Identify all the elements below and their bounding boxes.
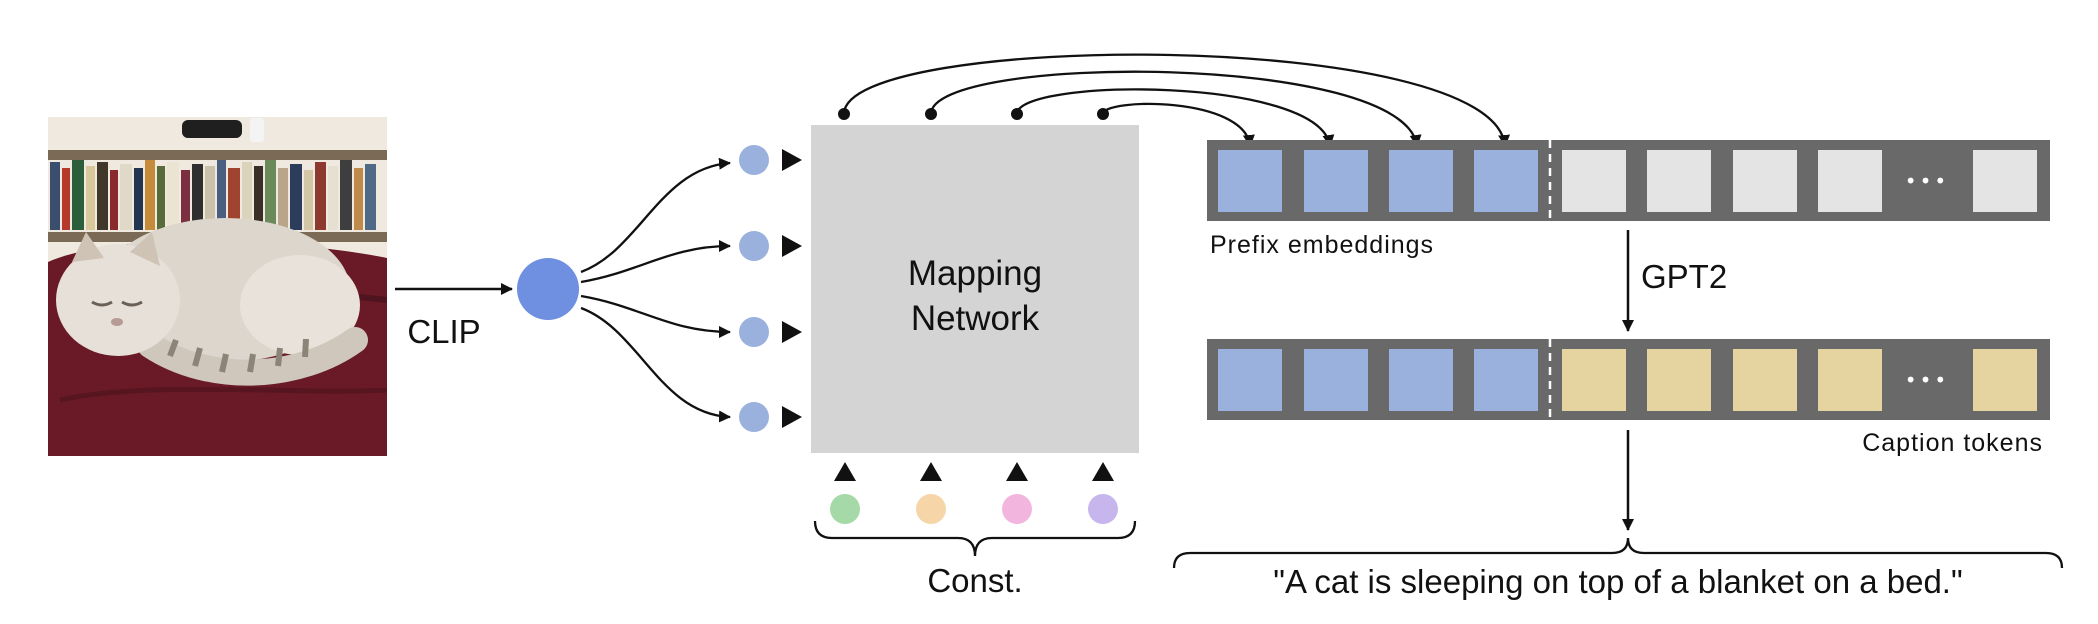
input-token-strip: ••• [1207, 140, 2050, 221]
triangle-right-icon [782, 321, 802, 343]
input-image [48, 117, 387, 456]
gpt2-label: GPT2 [1641, 258, 1727, 295]
cat [56, 218, 368, 386]
caption-brace [1172, 537, 2064, 569]
ellipsis-icon: ••• [1905, 169, 1949, 193]
output-arcs [842, 53, 1510, 147]
const-brace [813, 520, 1137, 557]
ellipsis-icon: ••• [1905, 368, 1949, 392]
embedding-node [739, 145, 769, 175]
output-token-strip: ••• [1207, 339, 2050, 420]
prefix-token [1389, 150, 1453, 212]
books [50, 160, 376, 230]
triangle-right-icon [782, 149, 802, 171]
triangle-up-icon [1006, 462, 1028, 481]
empty-token [1562, 150, 1626, 212]
empty-token [1733, 150, 1797, 212]
arc-start-dots [838, 108, 1109, 120]
prefix-token [1474, 349, 1538, 411]
prefix-token [1304, 150, 1368, 212]
caption-token [1647, 349, 1711, 411]
mapping-network-label-line2: Network [911, 299, 1040, 338]
caption-token [1973, 349, 2037, 411]
triangle-right-icon [782, 235, 802, 257]
shelf [48, 150, 387, 160]
caption-token [1818, 349, 1882, 411]
const-node [1002, 494, 1032, 524]
triangle-right-icon [782, 406, 802, 428]
fan-out-edges [580, 157, 731, 423]
prefix-token [1218, 349, 1282, 411]
prefix-inputs [739, 145, 802, 432]
mapping-network-box [811, 125, 1139, 453]
caption-token [1733, 349, 1797, 411]
prefix-embeddings-label: Prefix embeddings [1210, 231, 1434, 259]
embedding-node [739, 231, 769, 261]
empty-token [1818, 150, 1882, 212]
caption-token [1562, 349, 1626, 411]
prefix-token [1389, 349, 1453, 411]
empty-token [1647, 150, 1711, 212]
mapping-network-label-line1: Mapping [908, 254, 1042, 293]
prefix-token [1218, 150, 1282, 212]
clip-label: CLIP [407, 313, 480, 350]
prefix-token [1304, 349, 1368, 411]
prefix-token [1474, 150, 1538, 212]
const-label: Const. [927, 562, 1022, 599]
caption-tokens-label: Caption tokens [1862, 429, 2043, 457]
const-node [1088, 494, 1118, 524]
triangle-up-icon [834, 462, 856, 481]
triangle-up-icon [1092, 462, 1114, 481]
const-node [916, 494, 946, 524]
const-node [830, 494, 860, 524]
empty-token [1973, 150, 2037, 212]
caption-text: "A cat is sleeping on top of a blanket o… [1273, 563, 1962, 600]
clip-embedding-node [517, 258, 579, 320]
triangle-up-icon [920, 462, 942, 481]
embedding-node [739, 402, 769, 432]
embedding-node [739, 317, 769, 347]
const-inputs [830, 462, 1118, 524]
